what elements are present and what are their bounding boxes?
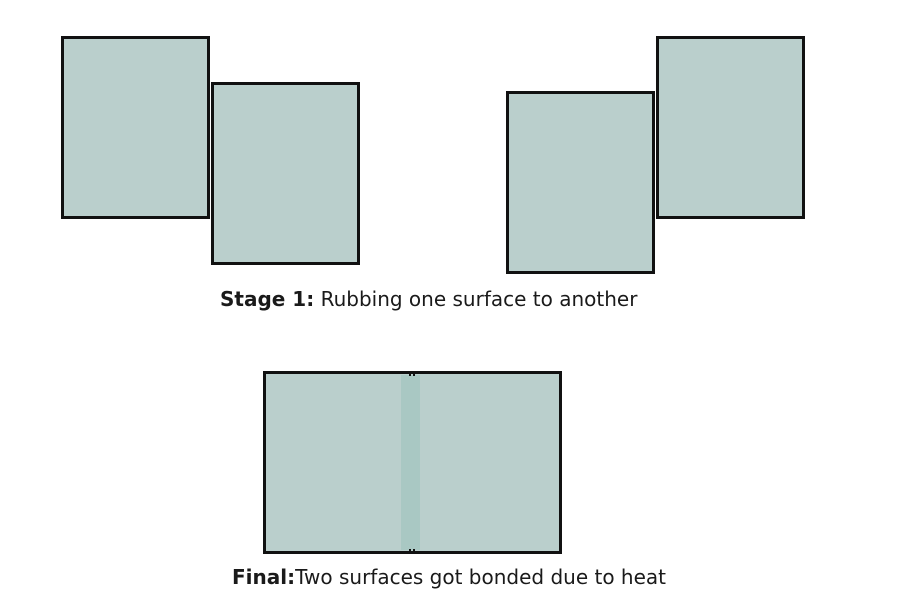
stage1-left-pair-upper-block — [61, 36, 210, 219]
stage1-right-pair-upper-block — [656, 36, 805, 219]
stage1-right-pair-lower-block — [506, 91, 655, 274]
bond-seam — [401, 375, 420, 550]
stage1-left-pair-lower-block — [211, 82, 360, 265]
stage1-description: Rubbing one surface to another — [320, 287, 638, 311]
bond-seam-top-mark — [409, 371, 415, 376]
bond-seam-bottom-mark — [409, 549, 415, 554]
stage1-caption: Stage 1: Rubbing one surface to another — [220, 289, 637, 309]
final-label: Final: — [232, 565, 296, 589]
final-caption: Final:Two surfaces got bonded due to hea… — [232, 567, 666, 587]
final-description: Two surfaces got bonded due to heat — [295, 565, 666, 589]
stage1-label: Stage 1: — [220, 287, 315, 311]
